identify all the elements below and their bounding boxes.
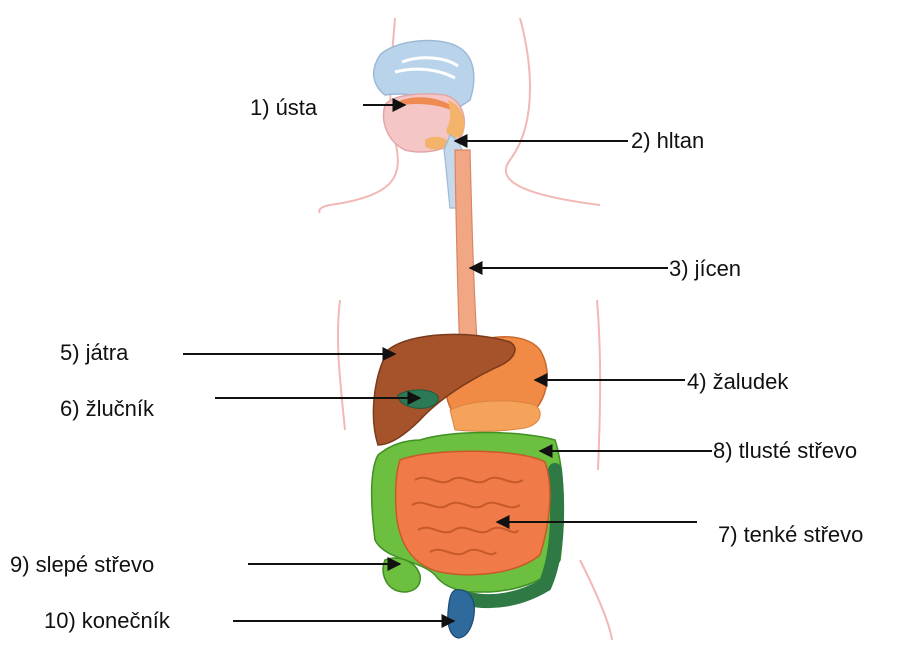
label-jicen: 3)jícen — [669, 258, 741, 280]
label-num: 5) — [60, 340, 80, 365]
label-num: 9) — [10, 552, 30, 577]
label-slepe: 9)slepé střevo — [10, 554, 154, 576]
label-text: konečník — [82, 608, 170, 633]
label-num: 10) — [44, 608, 76, 633]
label-num: 4) — [687, 369, 707, 394]
label-text: tenké střevo — [744, 522, 864, 547]
label-jatra: 5)játra — [60, 342, 128, 364]
label-text: slepé střevo — [36, 552, 155, 577]
label-num: 2) — [631, 128, 651, 153]
label-text: žaludek — [713, 369, 789, 394]
rectum — [448, 590, 475, 638]
label-text: ústa — [276, 95, 318, 120]
label-tenke: 7)tenké střevo — [718, 524, 863, 546]
label-text: hltan — [657, 128, 705, 153]
label-num: 3) — [669, 256, 689, 281]
pancreas — [450, 401, 540, 431]
label-num: 7) — [718, 522, 738, 547]
small-intestine — [396, 451, 550, 575]
label-text: jícen — [695, 256, 741, 281]
label-tluste: 8)tlusté střevo — [713, 440, 857, 462]
label-usta: 1)ústa — [250, 97, 317, 119]
label-text: tlusté střevo — [739, 438, 858, 463]
label-konecnik: 10)konečník — [44, 610, 170, 632]
label-text: žlučník — [86, 396, 154, 421]
label-zaludek: 4)žaludek — [687, 371, 788, 393]
label-num: 6) — [60, 396, 80, 421]
label-hltan: 2)hltan — [631, 130, 704, 152]
label-num: 8) — [713, 438, 733, 463]
esophagus — [455, 150, 478, 358]
label-zlucnik: 6)žlučník — [60, 398, 154, 420]
label-text: játra — [86, 340, 129, 365]
label-num: 1) — [250, 95, 270, 120]
